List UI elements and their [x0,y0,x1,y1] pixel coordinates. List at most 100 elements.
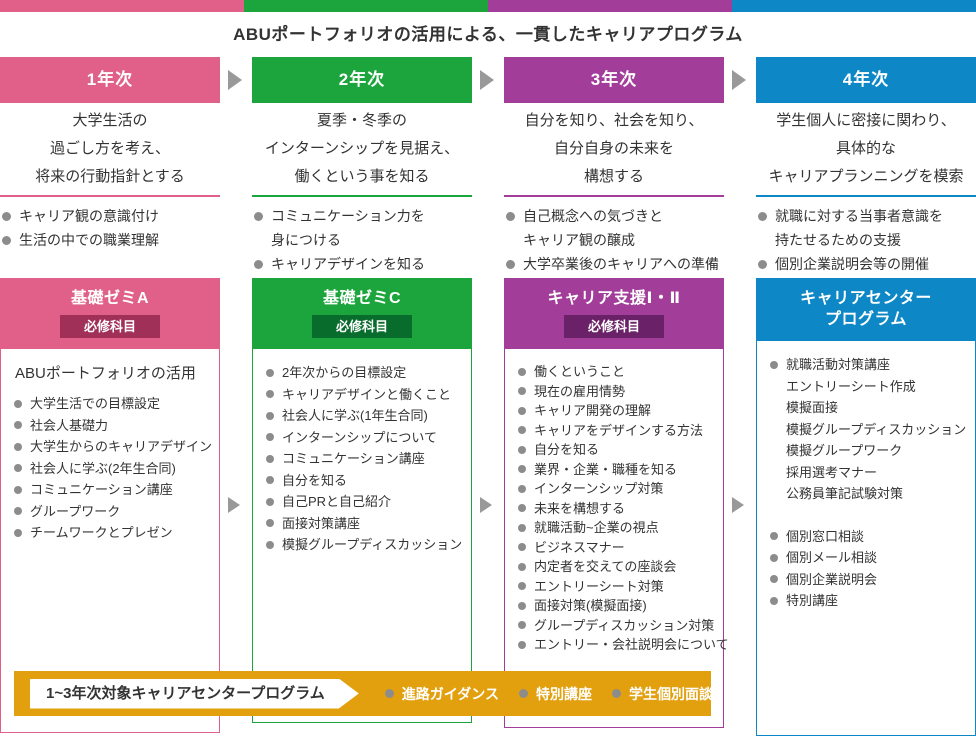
bullet-icon [14,507,22,516]
list-item: 学生個別面談 [611,684,713,704]
bullet-icon [14,528,22,537]
list-item-text: 個別メール相談 [786,550,878,565]
list-item: グループワーク [14,501,211,523]
list-item-text: 個別企業説明会 [786,571,878,587]
list-item: 就職活動~企業の視点 [518,518,715,538]
bullet-icon [518,640,526,649]
bullet-icon [518,445,526,454]
accent-divider [504,195,724,197]
list-item: 模擬グループディスカッション [266,534,463,556]
text-line: 学生個人に密接に関わり、 [776,112,956,129]
list-item-text: 未来を構想する [534,500,626,516]
course-list: 2年次からの目標設定キャリアデザインと働くこと社会人に学ぶ(1年生合同)インター… [266,362,463,556]
list-item: 自分を知る [518,440,715,460]
arrow-right-icon [732,497,744,513]
list-item-text: インターンシップについて [282,429,437,445]
list-item-text: 特別講座 [535,685,592,702]
text-line: 基礎ゼミC [322,290,402,307]
strip-segment-green [244,0,488,12]
list-item-text: 進路ガイダンス [401,685,499,702]
list-item: インターンシップについて [266,427,463,449]
bullet-icon [518,406,526,415]
stage-points: コミュニケーション力を身につけるキャリアデザインを知る [254,204,478,276]
bullet-icon [518,367,526,376]
list-item-text: エントリーシート対策 [534,578,664,594]
list-item: エントリー・会社説明会について [518,635,729,655]
list-item: エントリーシート作成 [770,376,967,398]
bullet-icon [770,575,778,584]
list-item: 就職活動対策講座 [770,354,967,376]
list-item: 2年次からの目標設定 [266,362,463,384]
bullet-icon [518,523,526,532]
list-item: 内定者を交えての座談会 [518,557,715,577]
bullet-icon [770,553,778,562]
list-item-text: インターンシップ対策 [534,481,664,496]
list-item: 模擬グループワーク [770,440,967,462]
list-item: 面接対策講座 [266,513,463,535]
list-item: 社会人基礎力 [14,415,211,437]
bullet-icon [14,485,22,494]
arrow-right-icon [732,70,746,90]
list-item-text: コミュニケーション力を [271,208,425,224]
list-item: コミュニケーション力を [254,204,478,228]
bullet-icon [266,519,274,528]
list-item-text: エントリー・会社説明会について [534,637,729,652]
list-item-text: チームワークとプレゼン [30,525,173,540]
bullet-icon [758,259,767,269]
text-line: キャリアセンター [800,290,932,307]
stage-description: 大学生活の過ごし方を考え、将来の行動指針とする [0,107,226,191]
list-item: 特別講座 [518,684,592,704]
bullet-icon [266,497,274,506]
list-item: 自分を知る [266,470,463,492]
bullet-icon [770,596,778,605]
text-line: 働くという事を知る [294,168,430,185]
list-item-text: コミュニケーション講座 [30,482,173,497]
list-item: ビジネスマナー [518,538,715,558]
list-spacer [770,505,967,526]
bullet-icon [518,426,526,435]
list-item-text: 自己PRと自己紹介 [282,494,392,509]
bullet-icon [266,411,274,420]
bullet-icon [518,504,526,513]
bullet-icon [254,211,263,221]
bullet-icon [266,540,274,549]
list-item-text: 社会人基礎力 [30,417,109,433]
bullet-icon [266,433,274,442]
list-item: 業界・企業・職種を知る [518,460,715,480]
course-box-header: 基礎ゼミA 必修科目 [0,278,220,349]
list-item-text: 大学卒業後のキャリアへの準備 [523,256,719,272]
list-item-text: キャリア観の意識付け [19,208,159,224]
course-box: キャリア支援Ⅰ・Ⅱ 必修科目 働くということ現在の雇用情勢キャリア開発の理解キャ… [504,278,729,728]
list-item-text: 自己概念への気づきと [523,208,663,224]
list-item: 模擬面接 [770,397,967,419]
list-item-text: 学生個別面談 [628,685,713,702]
course-list: 大学生活での目標設定社会人基礎力大学生からのキャリアデザイン社会人に学ぶ(2年生… [14,393,212,544]
list-item: 個別企業説明会等の開催 [758,252,976,276]
text-line: 基礎ゼミA [70,290,150,307]
list-item-text: 働くということ [534,364,626,379]
accent-divider [252,195,472,197]
text-line: キャリア支援Ⅰ・Ⅱ [547,290,681,307]
bullet-icon [14,442,22,451]
text-line: 過ごし方を考え、 [49,140,170,157]
list-item-text: 生活の中での職業理解 [19,232,159,248]
banner-items: 進路ガイダンス 特別講座 学生個別面談 [384,684,733,704]
list-item: 自己概念への気づきと [506,204,730,228]
course-box: 基礎ゼミC 必修科目 2年次からの目標設定キャリアデザインと働くこと社会人に学ぶ… [252,278,472,723]
course-box: キャリアセンタープログラム 就職活動対策講座エントリーシート作成模擬面接模擬グル… [756,278,976,736]
year-header: 3年次 [504,57,724,103]
course-box-body: 働くということ現在の雇用情勢キャリア開発の理解キャリアをデザインする方法自分を知… [505,349,729,655]
course-box-body: 就職活動対策講座エントリーシート作成模擬面接模擬グループディスカッション模擬グル… [757,341,975,612]
bullet-icon [266,368,274,377]
bullet-icon [518,465,526,474]
list-item: 面接対策(模擬面接) [518,596,715,616]
bullet-icon [518,562,526,571]
list-item-text: 公務員筆記試験対策 [786,486,904,501]
bullet-icon [518,621,526,630]
bullet-icon [506,211,515,221]
list-item: 大学生活での目標設定 [14,393,211,415]
list-item-text: 身につける [271,232,341,248]
list-item-text: 大学生活での目標設定 [30,396,161,411]
list-item: キャリアをデザインする方法 [518,421,715,441]
year-header: 4年次 [756,57,976,103]
